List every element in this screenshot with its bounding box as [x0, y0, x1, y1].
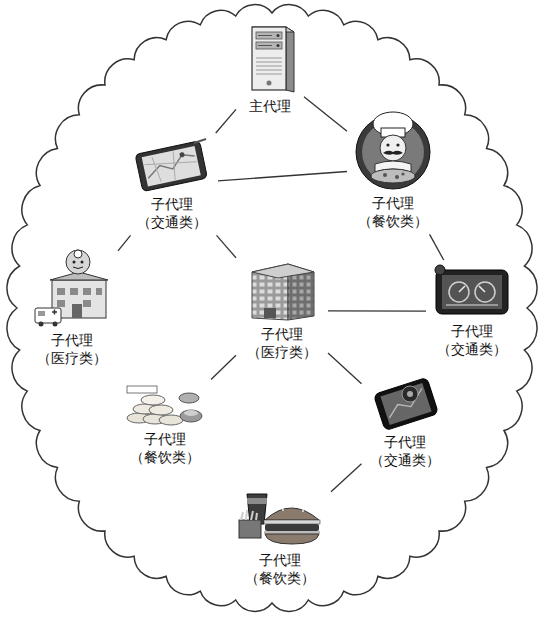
agent-icon: [242, 260, 322, 322]
cloud-outline: [7, 5, 537, 612]
node-label: 子代理 （交通类）: [137, 195, 207, 231]
agent-node: 主代理: [238, 22, 302, 117]
node-label: 子代理 （交通类）: [437, 322, 507, 358]
connector: [216, 109, 236, 133]
agent-node: 子代理 （餐饮类）: [349, 104, 437, 232]
agent-icon: [125, 382, 205, 427]
agent-node: 子代理 （医疗类）: [238, 258, 326, 363]
connector: [304, 97, 347, 131]
connector: [211, 355, 236, 379]
agent-icon: [127, 386, 202, 425]
node-label: 子代理 （医疗类）: [247, 325, 317, 361]
agent-node: 子代理 （交通类）: [428, 262, 516, 360]
connector: [118, 235, 131, 251]
agent-node: 子代理 （医疗类）: [28, 246, 116, 369]
agent-node: 子代理 （餐饮类）: [121, 380, 209, 468]
connector: [217, 235, 236, 257]
node-label: 子代理 （餐饮类）: [130, 430, 200, 466]
agent-icon: [435, 265, 508, 314]
agent-icon: [252, 27, 294, 92]
node-label: 子代理 （医疗类）: [37, 331, 107, 367]
agent-icon: [353, 106, 433, 191]
connector: [328, 353, 362, 384]
agent-icon: [132, 137, 212, 192]
agent-icon: [373, 378, 438, 430]
connector: [218, 172, 347, 181]
agent-icon: [35, 250, 108, 327]
node-label: 子代理 （餐饮类）: [358, 194, 428, 230]
connector: [331, 464, 362, 492]
agent-node: 子代理 （餐饮类）: [231, 488, 329, 589]
agent-icon: [239, 494, 320, 544]
agent-node: 子代理 （交通类）: [128, 135, 216, 233]
node-label: 子代理 （餐饮类）: [245, 551, 315, 587]
agent-icon: [368, 378, 443, 430]
agent-icon: [135, 139, 207, 192]
agent-icon: [432, 264, 512, 319]
connector: [430, 234, 444, 260]
agent-icon: [32, 248, 112, 328]
agent-icon: [252, 264, 314, 320]
node-label: 子代理 （交通类）: [370, 433, 440, 469]
agent-icon: [242, 24, 298, 94]
agent-icon: [356, 112, 430, 189]
agent-node: 子代理 （交通类）: [364, 376, 447, 471]
agent-icon: [235, 490, 325, 548]
node-label: 主代理: [249, 97, 291, 115]
connector: [328, 310, 426, 312]
